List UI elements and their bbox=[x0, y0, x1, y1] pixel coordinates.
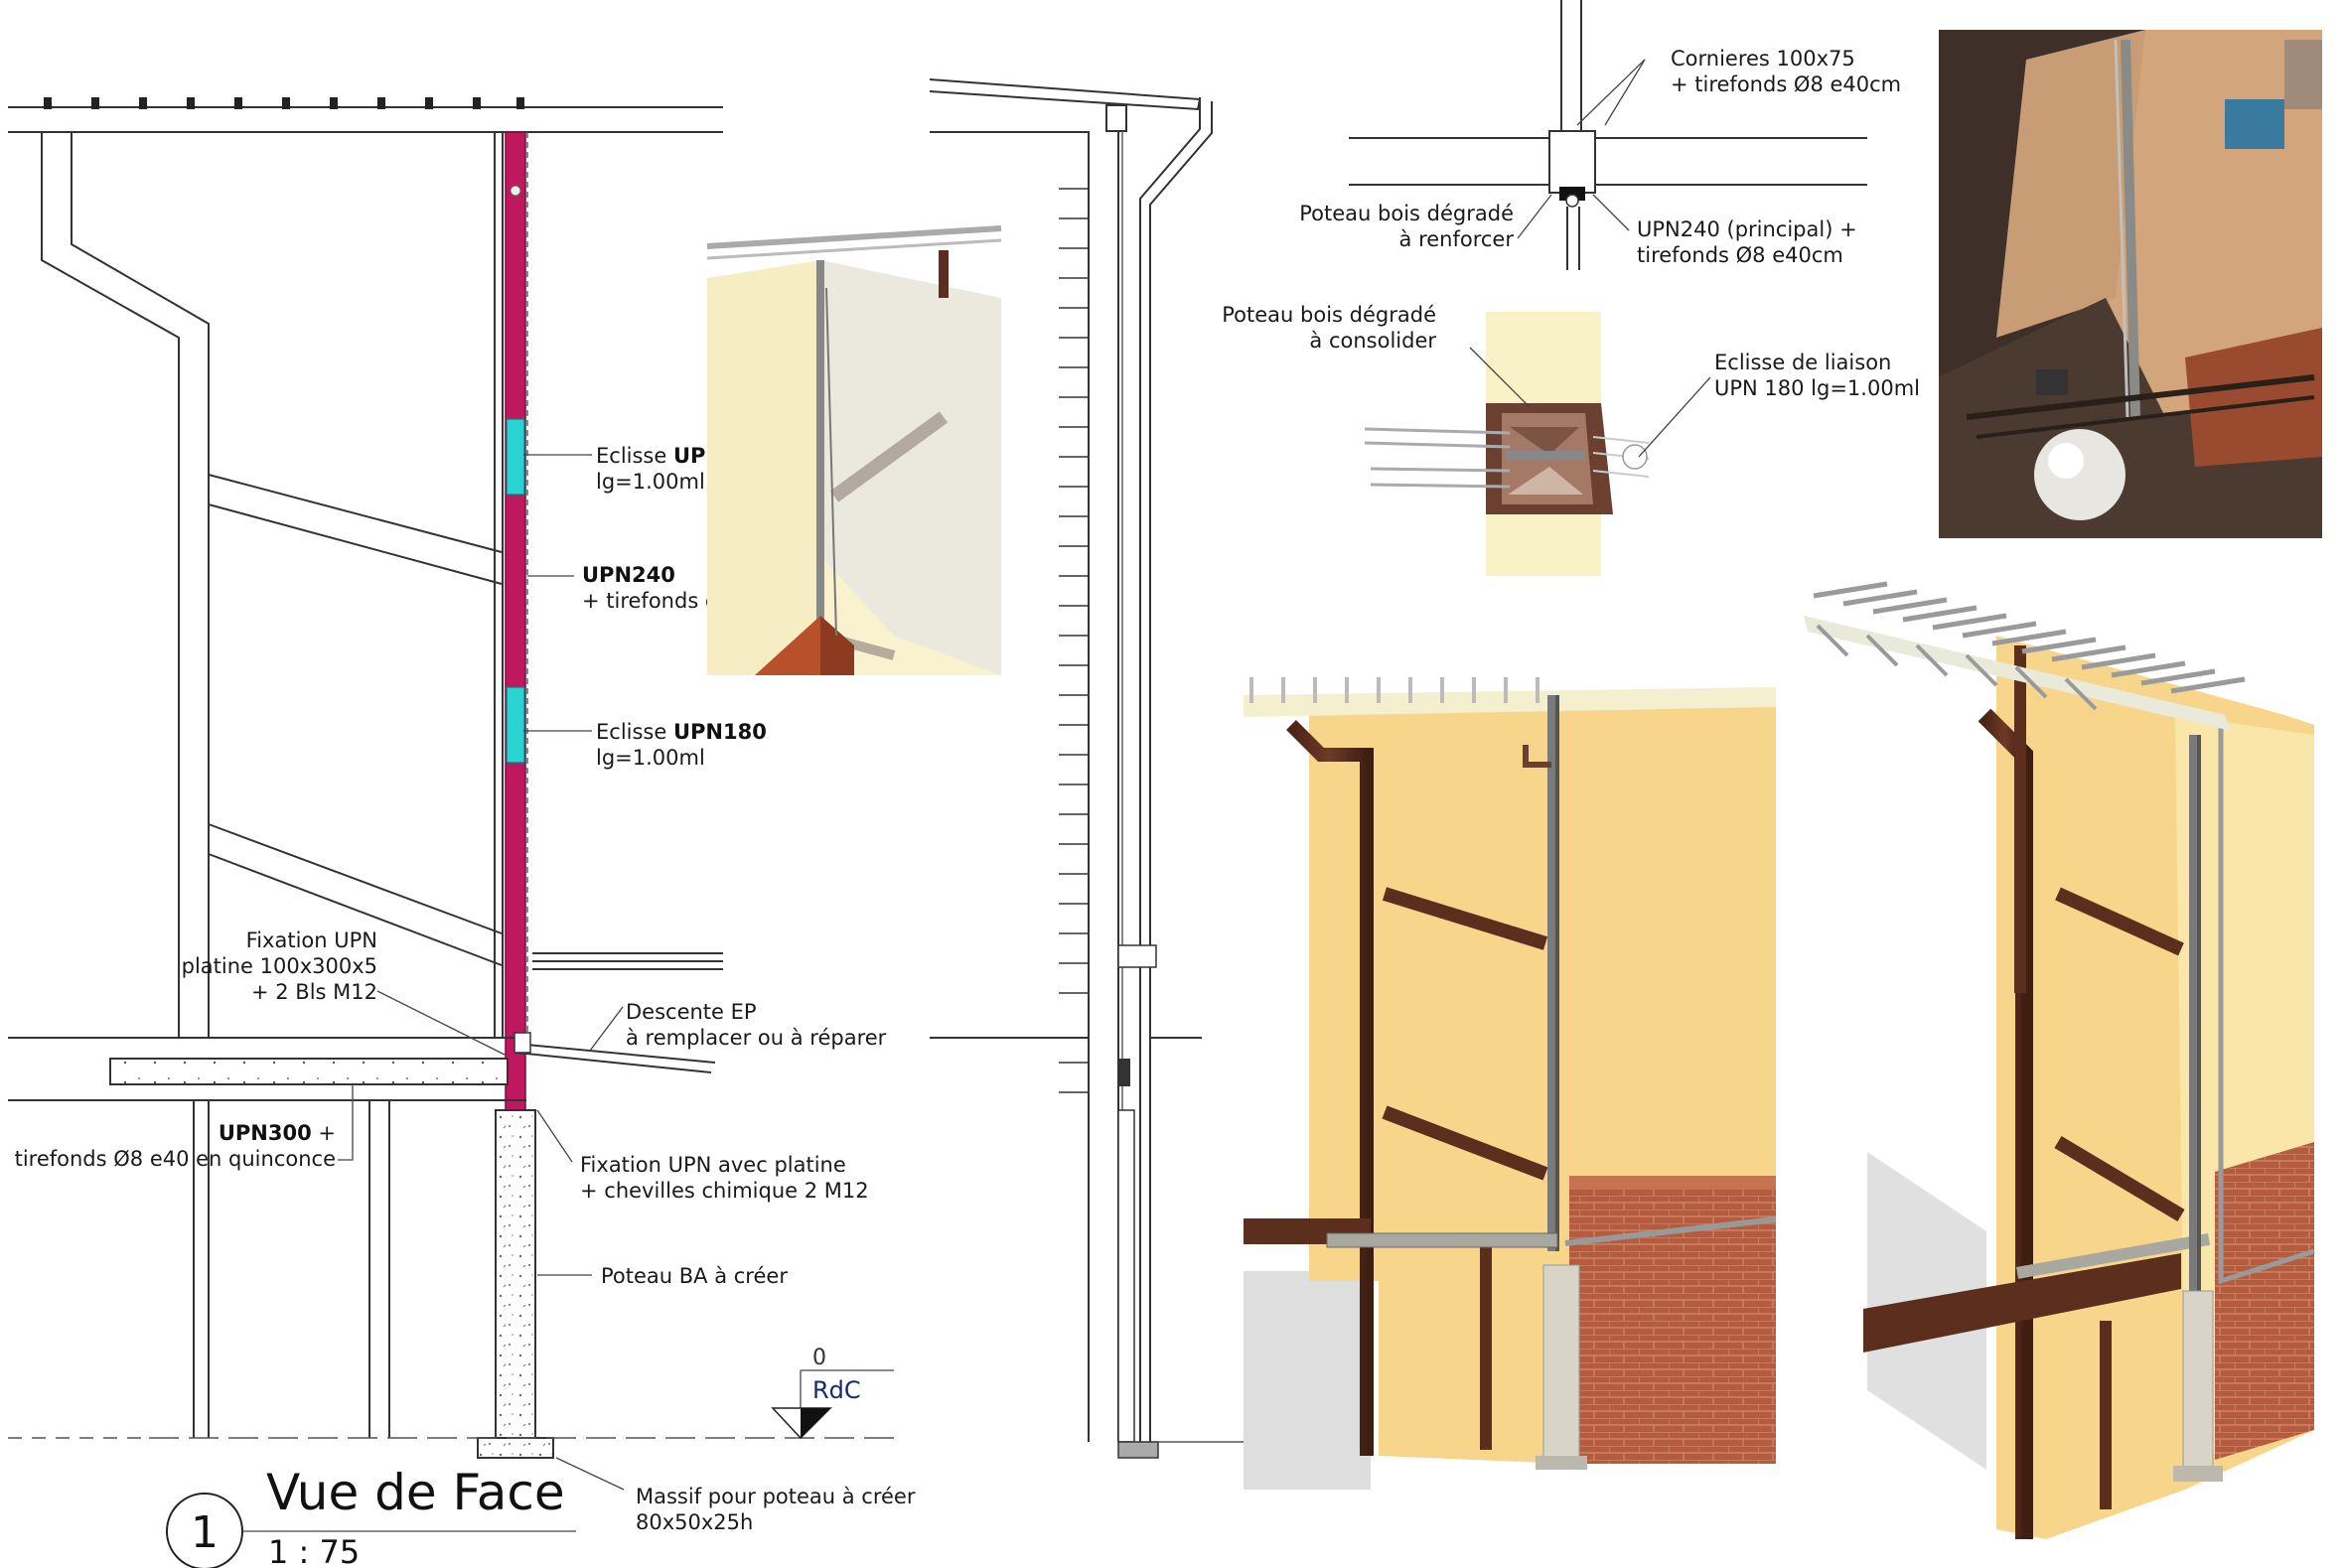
front-elevation: Eclisse UPN180 lg=1.00ml UPN240 + tirefo… bbox=[8, 97, 916, 1568]
label-fixation-2: platine 100x300x5 bbox=[182, 954, 377, 978]
upn300-beam bbox=[109, 1058, 509, 1085]
label-eclisse-liaison-1: Eclisse de liaison bbox=[1714, 351, 1891, 374]
label-fixation-1: Fixation UPN bbox=[246, 928, 377, 952]
label-upn240: UPN240 bbox=[582, 563, 675, 587]
label-upn300: UPN300 + bbox=[219, 1121, 336, 1145]
label-cornieres-1: Cornieres 100x75 bbox=[1671, 47, 1855, 71]
concrete-post bbox=[495, 1109, 536, 1439]
section-lath-ticks bbox=[1059, 188, 1089, 1093]
level-marker: 0 RdC bbox=[771, 1346, 894, 1440]
label-upn240-principal-1: UPN240 (principal) + bbox=[1637, 217, 1857, 241]
label-massif-2: 80x50x25h bbox=[636, 1510, 753, 1534]
label-poteau-ba: Poteau BA à créer bbox=[601, 1264, 788, 1288]
view-title: Vue de Face bbox=[266, 1464, 565, 1521]
label-poteau-consolider-2: à consolider bbox=[1309, 329, 1436, 353]
footing bbox=[477, 1437, 554, 1459]
label-eclisse-liaison-2: UPN 180 lg=1.00ml bbox=[1714, 376, 1920, 400]
label-eclisse-2-length: lg=1.00ml bbox=[596, 746, 705, 770]
svg-text:0: 0 bbox=[812, 1346, 826, 1370]
label-fixation-3: + 2 Bls M12 bbox=[251, 980, 377, 1004]
label-massif-1: Massif pour poteau à créer bbox=[636, 1485, 916, 1508]
section-view bbox=[929, 78, 1246, 1459]
view-title-block: 1 Vue de Face 1 : 75 bbox=[166, 1464, 576, 1568]
render-3d-small bbox=[706, 225, 1002, 675]
label-upn240-principal-2: tirefonds Ø8 e40cm bbox=[1637, 243, 1843, 267]
label-poteau-renforcer-2: à renforcer bbox=[1399, 227, 1515, 251]
site-photo bbox=[1939, 30, 2322, 538]
label-eclisse-1-length: lg=1.00ml bbox=[596, 470, 705, 494]
svg-text:RdC: RdC bbox=[812, 1376, 861, 1404]
label-poteau-renforcer-1: Poteau bois dégradé bbox=[1299, 202, 1514, 225]
post-3d-detail: Poteau bois dégradé à consolider Eclisse… bbox=[1222, 303, 1920, 576]
rafter-ends bbox=[44, 97, 524, 109]
render-3d-large-1 bbox=[1244, 655, 1777, 1490]
upn240-profile bbox=[505, 131, 526, 1111]
plan-detail: Cornieres 100x75 + tirefonds Ø8 e40cm Po… bbox=[1299, 0, 1901, 270]
label-cornieres-2: + tirefonds Ø8 e40cm bbox=[1671, 72, 1901, 96]
view-number: 1 bbox=[191, 1507, 219, 1558]
label-descente-ep-2: à remplacer ou à réparer bbox=[626, 1026, 887, 1050]
render-3d-large-2 bbox=[1794, 576, 2330, 1559]
view-scale: 1 : 75 bbox=[268, 1533, 360, 1568]
label-descente-ep-1: Descente EP bbox=[626, 1000, 757, 1024]
label-eclisse-2: Eclisse UPN180 bbox=[596, 720, 767, 744]
label-fixation-chimique-1: Fixation UPN avec platine bbox=[580, 1153, 846, 1177]
label-upn300-detail: tirefonds Ø8 e40 en quinconce bbox=[15, 1147, 336, 1171]
label-poteau-consolider-1: Poteau bois dégradé bbox=[1222, 303, 1436, 327]
label-fixation-chimique-2: + chevilles chimique 2 M12 bbox=[580, 1179, 869, 1203]
eclisse-upn180-lower bbox=[506, 686, 525, 764]
eclisse-upn180-upper bbox=[506, 418, 525, 496]
